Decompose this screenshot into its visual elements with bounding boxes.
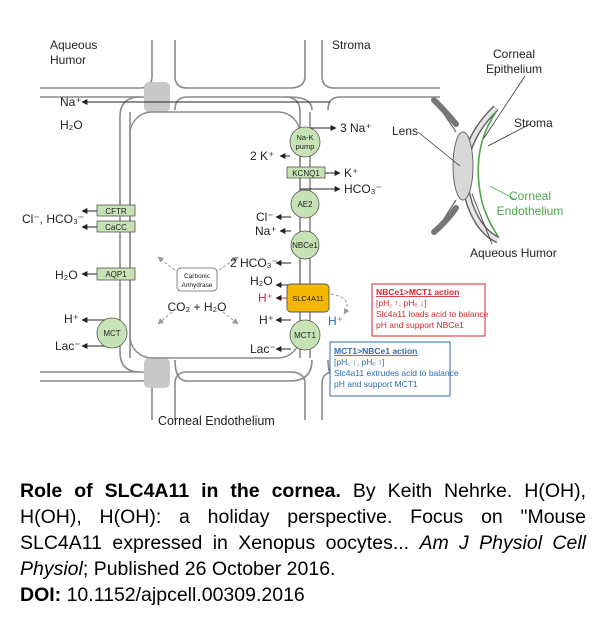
slc4a11-h-loop-arrow <box>330 293 350 315</box>
eye-corneal-endothelium-label: Endothelium <box>497 204 564 218</box>
ca-arrow <box>218 256 239 271</box>
blue-box-line: pH and support MCT1 <box>334 379 418 389</box>
red-box-line: [pH꜀ ↑, pHₑ ↓] <box>376 298 427 308</box>
caption-doi: 10.1152/ajpcell.00309.2016 <box>61 584 305 606</box>
stroma-label: Stroma <box>332 38 371 52</box>
slc4a11-label: SLC4A11 <box>292 294 324 303</box>
na-k-pump-label: pump <box>296 142 315 151</box>
caption-published: ; Published 26 October 2016. <box>82 558 336 580</box>
eye-corneal-endothelium-label: Corneal <box>509 189 551 203</box>
blue-action-box: MCT1>NBCe1 action [pH꜀ ↓, pHₑ ↑] Slc4a11… <box>329 341 459 397</box>
eye-corneal-epithelium-label: Corneal <box>493 47 535 61</box>
carbonic-anhydrase-label: Anhydrase <box>181 282 212 289</box>
caption-journal: Am J Physiol Cell Physiol <box>20 532 586 580</box>
left-h-label: H⁺ <box>64 312 79 326</box>
figure-caption: Role of SLC4A11 in the cornea. By Keith … <box>20 478 586 608</box>
nbce1-label: NBCe1 <box>292 241 318 250</box>
carbonic-anhydrase-box <box>176 267 218 292</box>
right-2k-label: 2 K⁺ <box>250 149 274 163</box>
eye-stroma-label: Stroma <box>514 116 553 130</box>
tight-junction-bottom <box>144 358 170 388</box>
mct-label: MCT <box>103 329 120 338</box>
right-hco3-label: HCO₃⁻ <box>344 182 382 196</box>
aqp1-label: AQP1 <box>105 270 127 279</box>
right-na-label: Na⁺ <box>255 224 277 238</box>
red-box-line: Slc4a11 loads acid to balance <box>376 309 489 319</box>
red-box-line: pH and support NBCe1 <box>376 320 464 330</box>
aqp1-channel <box>96 267 136 281</box>
eye-corneal-epithelium-label: Epithelium <box>486 62 542 76</box>
aqueous-humor-label: Aqueous <box>50 38 97 52</box>
co2-h2o-label: CO₂ + H₂O <box>168 300 227 314</box>
caption-body: By Keith Nehrke. H(OH), H(OH), H(OH): a … <box>20 480 587 554</box>
corneal-endothelium-label: Corneal Endothelium <box>158 414 275 428</box>
ca-arrow <box>222 311 239 325</box>
carbonic-anhydrase-label: Carbonic <box>184 273 211 280</box>
blue-box-title: MCT1>NBCe1 action <box>334 346 417 356</box>
right-3na-label: 3 Na⁺ <box>340 121 372 135</box>
caption-doi-label: DOI: <box>20 584 62 606</box>
ca-arrow <box>157 311 173 325</box>
na-k-pump-label: Na-K <box>296 133 313 142</box>
red-action-box: NBCe1>MCT1 action [pH꜀ ↑, pHₑ ↓] Slc4a11… <box>371 283 489 337</box>
eye-illustration <box>417 75 531 245</box>
mct1-label: MCT1 <box>294 331 316 340</box>
na-k-pump <box>289 126 321 158</box>
kcnq1-label: KCNQ1 <box>292 169 320 178</box>
aqueous-humor-label: Humor <box>50 53 86 67</box>
ae2-transporter <box>290 189 320 219</box>
eye-aqueous-humor-label: Aqueous Humor <box>470 246 557 260</box>
cftr-channel <box>96 204 136 217</box>
blue-box-line: Slc4a11 extrudes acid to balance <box>334 368 459 378</box>
blue-box-line: [pH꜀ ↓, pHₑ ↑] <box>334 357 385 367</box>
mct1-transporter <box>289 319 321 351</box>
right-k-label: K⁺ <box>344 166 358 180</box>
left-lac-label: Lac⁻ <box>55 339 81 353</box>
cacc-channel <box>96 220 136 233</box>
ae2-label: AE2 <box>297 200 313 209</box>
cl-hco3-label: Cl⁻, HCO₃⁻ <box>22 212 84 226</box>
slc4a11-diagram: Aqueous Humor Stroma Corneal Endothelium… <box>22 38 564 428</box>
slc4a11-transporter <box>286 283 330 313</box>
cacc-label: CaCC <box>105 223 127 232</box>
right-h-red-label: H⁺ <box>258 291 273 305</box>
left-h2o-label: H₂O <box>55 268 78 282</box>
caption-title: Role of SLC4A11 in the cornea. <box>20 480 341 502</box>
kcnq1-channel <box>286 166 326 179</box>
left-na-label: Na⁺ <box>60 95 82 109</box>
red-box-title: NBCe1>MCT1 action <box>376 287 459 297</box>
mct-transporter <box>96 317 128 349</box>
nbce1-transporter <box>290 230 320 260</box>
right-h2o-label: H₂O <box>250 274 273 288</box>
cftr-label: CFTR <box>105 207 127 216</box>
right-cl-label: Cl⁻ <box>256 210 274 224</box>
right-2hco3-label: 2 HCO₃⁻ <box>230 256 278 270</box>
ca-arrow <box>157 256 176 271</box>
h-blue-label: H⁺ <box>328 314 343 328</box>
eye-lens-label: Lens <box>392 124 418 138</box>
right-lac-label: Lac⁻ <box>250 342 276 356</box>
tight-junction-top <box>144 82 170 112</box>
right-h-label: H⁺ <box>259 313 274 327</box>
left-h2o-top-label: H₂O <box>60 118 83 132</box>
